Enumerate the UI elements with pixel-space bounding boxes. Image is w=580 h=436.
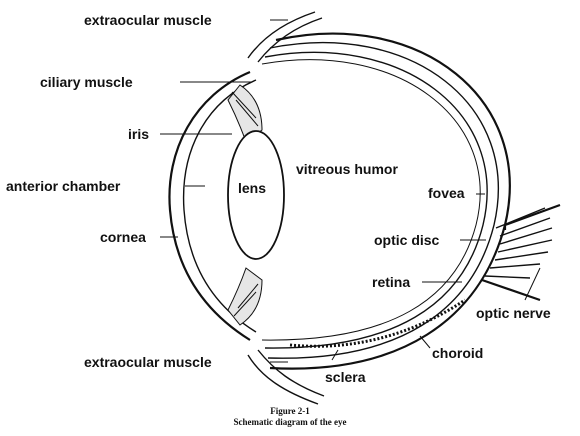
label-extraocular-top: extraocular muscle [84, 12, 212, 28]
eyeball [261, 32, 511, 370]
label-optic-nerve: optic nerve [476, 305, 551, 321]
retina-inner [261, 59, 481, 341]
label-iris: iris [128, 126, 149, 142]
iris-ciliary [227, 84, 263, 326]
label-extraocular-bottom: extraocular muscle [84, 354, 212, 370]
label-ciliary-muscle: ciliary muscle [40, 74, 133, 90]
lens [227, 130, 285, 260]
label-choroid: choroid [432, 345, 483, 361]
optic-nerve [481, 203, 561, 302]
label-cornea: cornea [100, 229, 146, 245]
label-retina: retina [372, 274, 410, 290]
figure-caption: Schematic diagram of the eye [234, 417, 347, 427]
extraocular-muscles [247, 11, 325, 405]
label-anterior-chamber: anterior chamber [6, 178, 121, 194]
label-sclera: sclera [325, 369, 366, 385]
label-lens: lens [238, 180, 266, 196]
retina-layer [264, 51, 488, 349]
figure-number: Figure 2-1 [270, 406, 310, 416]
label-vitreous-humor: vitreous humor [296, 161, 398, 177]
sclera-outer [269, 32, 511, 370]
label-optic-disc: optic disc [374, 232, 440, 248]
cornea [168, 70, 257, 341]
choroid-layer [267, 41, 499, 359]
choroid-hatch [289, 298, 466, 348]
label-fovea: fovea [428, 185, 465, 201]
leader-lines [160, 19, 541, 363]
